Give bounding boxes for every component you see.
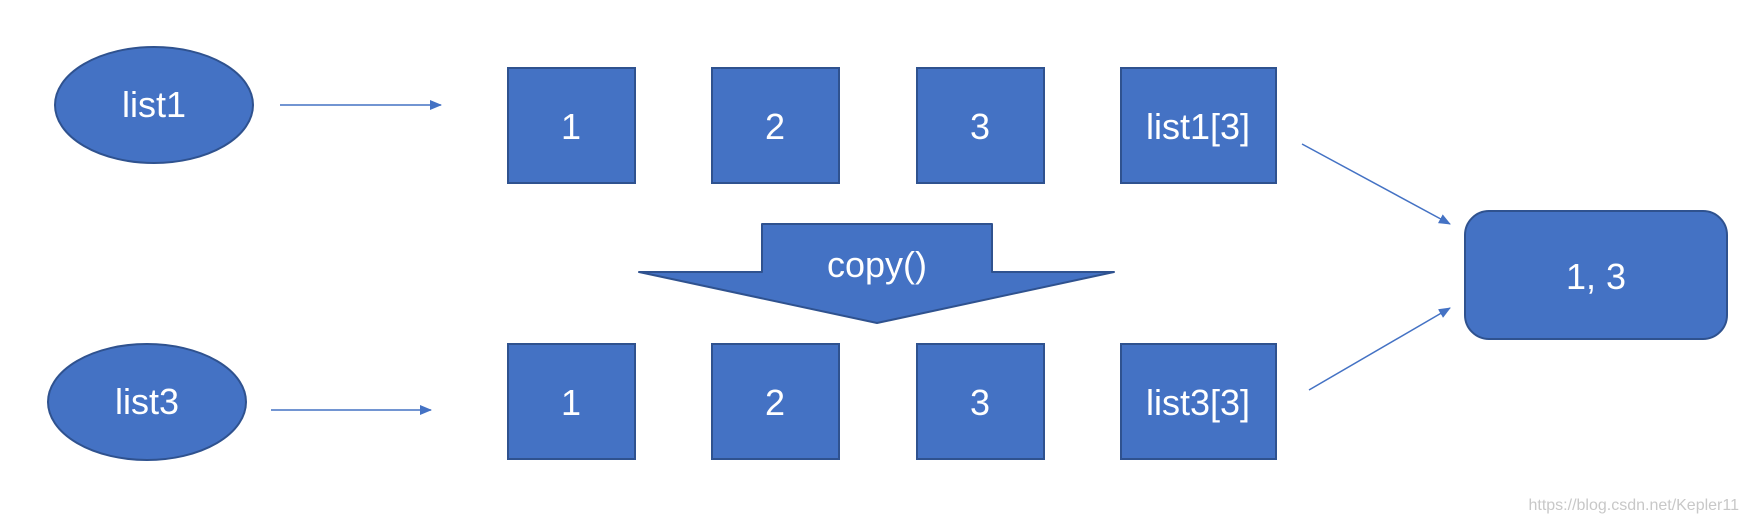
- list3-cell-2: 3: [916, 343, 1045, 460]
- list3-cell-3: list3[3]: [1120, 343, 1277, 460]
- list1-cell-2: 3: [916, 67, 1045, 184]
- copy-arrow: copy(): [638, 223, 1115, 324]
- list3-cell-1: 2: [711, 343, 840, 460]
- shared-inner-list-box: 1, 3: [1464, 210, 1728, 340]
- list1-cell-3: list1[3]: [1120, 67, 1277, 184]
- watermark: https://blog.csdn.net/Kepler11: [1528, 497, 1739, 514]
- list1-cell-1: 2: [711, 67, 840, 184]
- list1-cell-2-label: 3: [970, 106, 990, 147]
- list3-cell-3-label: list3[3]: [1146, 382, 1250, 423]
- list1-ellipse: list1: [54, 46, 254, 164]
- list1-cell-1-label: 2: [765, 106, 785, 147]
- list3-ellipse: list3: [47, 343, 247, 461]
- list3-label: list3: [115, 381, 179, 422]
- list1-cell-0: 1: [507, 67, 636, 184]
- list3-cell-2-label: 3: [970, 382, 990, 423]
- shared-value-label: 1, 3: [1566, 256, 1626, 297]
- list3-cell-0: 1: [507, 343, 636, 460]
- copy-label: copy(): [827, 244, 927, 285]
- list1-item3-pointer-arrow: [1301, 143, 1451, 225]
- list3-cell-1-label: 2: [765, 382, 785, 423]
- list3-item3-pointer-arrow: [1308, 307, 1451, 391]
- list1-cell-3-label: list1[3]: [1146, 106, 1250, 147]
- list1-label: list1: [122, 84, 186, 125]
- list1-cell-0-label: 1: [561, 106, 581, 147]
- list3-cell-0-label: 1: [561, 382, 581, 423]
